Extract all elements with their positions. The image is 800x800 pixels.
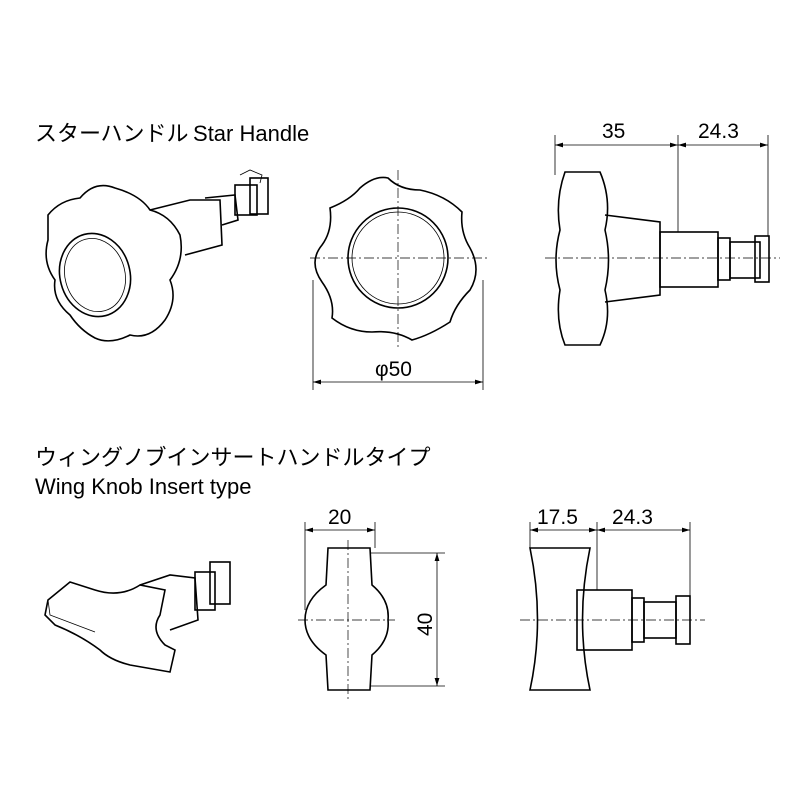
star-handle-title-en: Star Handle <box>193 121 310 146</box>
star-depth-dim: 35 <box>602 120 625 143</box>
star-handle-isometric-view <box>45 169 269 342</box>
wing-knob-isometric-view <box>44 561 231 673</box>
wing-shaft-dim: 24.3 <box>612 506 653 529</box>
star-handle-title-jp: スターハンドル <box>35 122 189 147</box>
star-handle-front-view <box>310 170 488 390</box>
star-handle-title: スターハンドル Star Handle <box>35 116 309 148</box>
wing-knob-title-en: Wing Knob Insert type <box>35 474 252 499</box>
wing-knob-front-view <box>298 522 445 700</box>
wing-depth-dim: 17.5 <box>537 506 578 529</box>
wing-height-dim: 40 <box>414 613 437 636</box>
star-diameter-dim: φ50 <box>375 358 412 381</box>
star-handle-side-view <box>545 135 780 346</box>
wing-width-dim: 20 <box>328 506 351 529</box>
wing-knob-side-view <box>520 522 705 691</box>
star-shaft-dim: 24.3 <box>698 120 739 143</box>
wing-knob-title-jp: ウィングノブインサートハンドルタイプ <box>35 446 431 471</box>
